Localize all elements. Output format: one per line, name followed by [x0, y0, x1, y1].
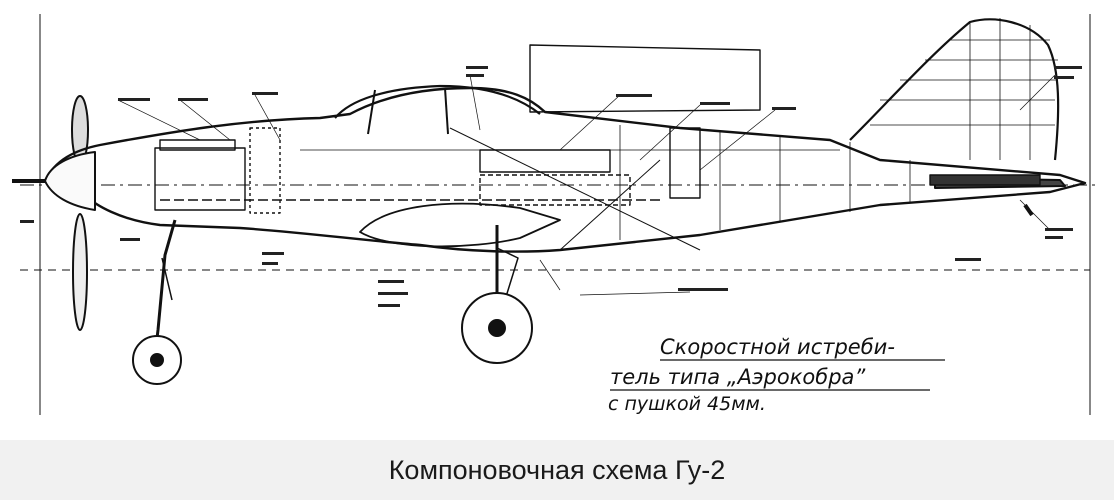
annotation-marks	[20, 66, 1082, 307]
aircraft-layout-drawing: Скоростной истреби- тель типа „Аэрокобра…	[12, 14, 1095, 415]
internal-equipment	[154, 127, 1041, 251]
technical-drawing: Скоростной истреби- тель типа „Аэрокобра…	[0, 0, 1114, 440]
spinner	[44, 151, 96, 211]
drawing-title-line1: Скоростной истреби-	[660, 335, 895, 359]
drawing-title-line2: тель типа „Аэрокобра”	[610, 365, 866, 389]
cockpit-canopy	[334, 84, 541, 119]
canopy-frame	[367, 89, 376, 135]
wing-section	[359, 202, 561, 248]
nose-landing-gear	[132, 219, 182, 385]
callout-leaders	[117, 74, 1056, 296]
aerial-outline	[529, 44, 761, 113]
fuselage-outline	[43, 86, 1087, 253]
tail-structure	[870, 18, 1058, 160]
drawing-title-line3: с пушкой 45мм.	[608, 393, 766, 415]
propeller	[12, 95, 89, 331]
figure-caption: Компоновочная схема Гу-2	[388, 455, 726, 485]
frame-stations	[619, 125, 911, 240]
canopy-frame	[444, 87, 449, 135]
main-landing-gear	[461, 225, 533, 364]
tail-skid	[1023, 203, 1034, 217]
vertical-tail	[849, 18, 1060, 161]
